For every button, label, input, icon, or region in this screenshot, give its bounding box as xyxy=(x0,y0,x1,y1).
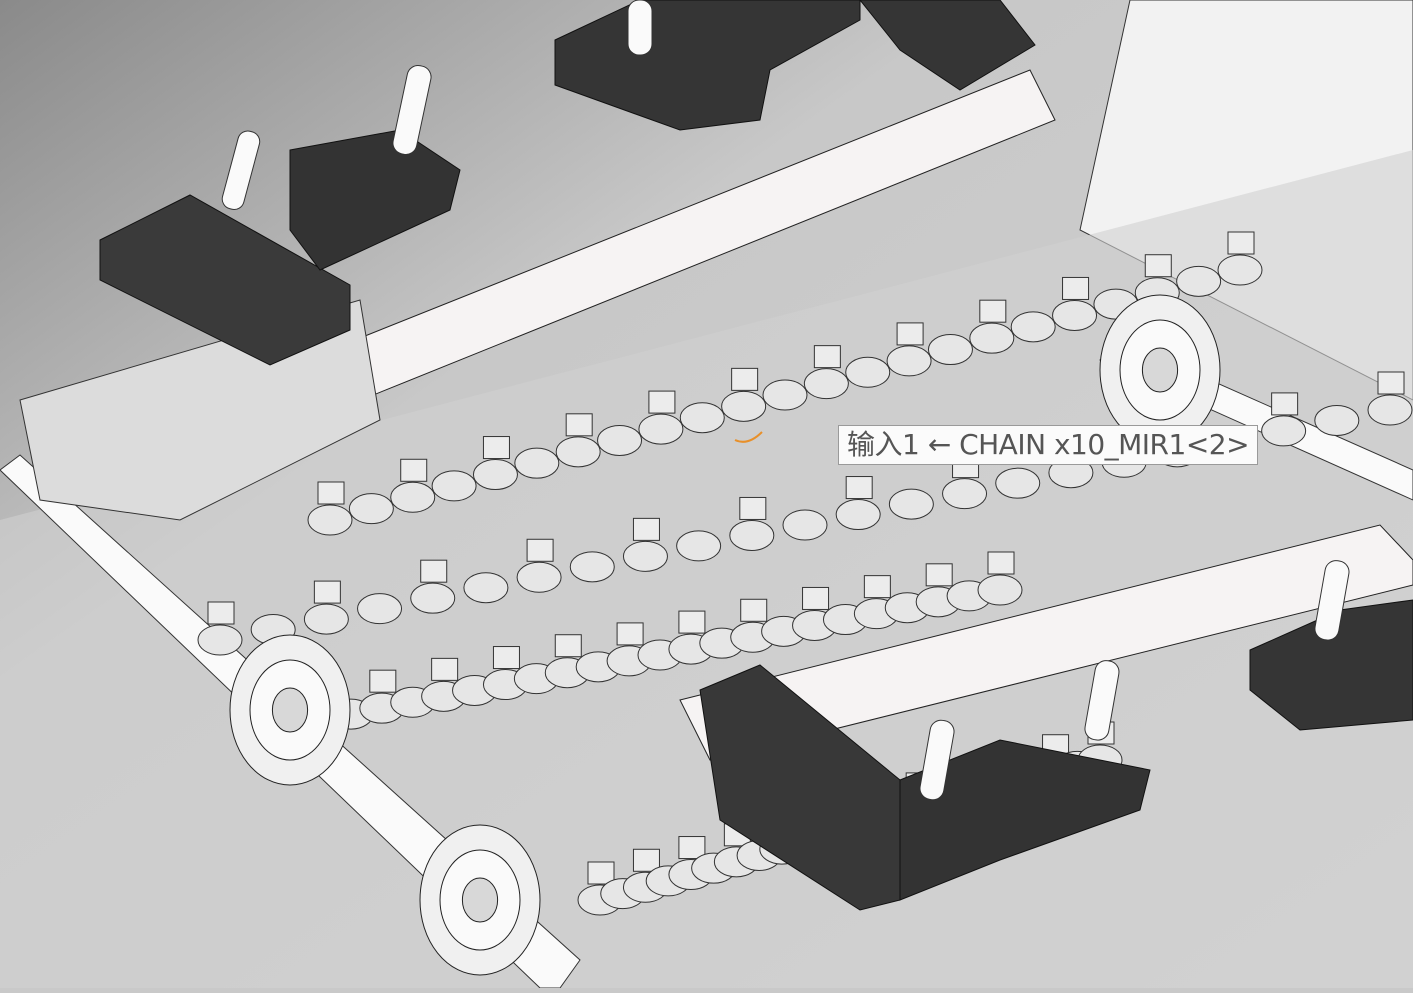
chain-attachment-tab xyxy=(565,413,593,437)
chain-link xyxy=(569,551,615,583)
chain-attachment-tab xyxy=(616,622,644,646)
chain-link xyxy=(622,540,668,572)
chain-link xyxy=(1314,404,1360,436)
chain-link xyxy=(1367,394,1413,426)
chain-attachment-tab xyxy=(632,848,660,872)
chain-link xyxy=(348,493,394,525)
chain-link xyxy=(1052,299,1098,331)
chain-attachment-tab xyxy=(925,563,953,587)
chain-link xyxy=(969,322,1015,354)
chain-link xyxy=(431,470,477,502)
chain-attachment-tab xyxy=(1227,231,1255,255)
mate-tooltip: 输入1 ← CHAIN x10_MIR1<2> xyxy=(838,425,1259,465)
chain-attachment-tab xyxy=(587,861,615,885)
chain-attachment-tab xyxy=(526,538,554,562)
chain-attachment-tab xyxy=(739,496,767,520)
chain-link xyxy=(942,478,988,510)
clamp-block-4 xyxy=(859,0,1036,91)
chain-attachment-tab xyxy=(731,367,759,391)
chain-attachment-tab xyxy=(1377,371,1405,395)
chain-link xyxy=(197,624,243,656)
chain-link xyxy=(555,436,601,468)
chain-link xyxy=(516,561,562,593)
chain-attachment-tab xyxy=(420,559,448,583)
chain-link xyxy=(307,504,353,536)
chain-link xyxy=(977,574,1023,606)
chain-link xyxy=(638,413,684,445)
sprocket xyxy=(271,687,309,733)
chain-attachment-tab xyxy=(802,586,830,610)
chain-attachment-tab xyxy=(740,598,768,622)
chain-attachment-tab xyxy=(678,610,706,634)
chain-link xyxy=(995,467,1041,499)
chain-attachment-tab xyxy=(482,436,510,460)
chain-link xyxy=(357,593,403,625)
sprocket xyxy=(461,877,499,923)
chain-attachment-tab xyxy=(678,836,706,860)
chain-attachment-tab xyxy=(1271,392,1299,416)
chain-link xyxy=(729,519,775,551)
chain-link xyxy=(721,390,767,422)
chain-link xyxy=(927,334,973,366)
chain-link xyxy=(762,379,808,411)
chain-link xyxy=(1010,311,1056,343)
chain-attachment-tab xyxy=(1062,276,1090,300)
chain-link xyxy=(845,356,891,388)
chain-link xyxy=(514,447,560,479)
chain-attachment-tab xyxy=(979,299,1007,323)
chain-attachment-tab xyxy=(317,481,345,505)
bottom-rail xyxy=(679,524,1413,761)
chain-link xyxy=(888,488,934,520)
chain-attachment-tab xyxy=(845,476,873,500)
chain-link xyxy=(886,345,932,377)
chain-link xyxy=(1176,265,1222,297)
clamp-block-6 xyxy=(899,739,1151,901)
chain-link xyxy=(803,368,849,400)
chain-link xyxy=(463,572,509,604)
chain-link xyxy=(597,424,643,456)
chain-attachment-tab xyxy=(896,322,924,346)
chain-link xyxy=(410,582,456,614)
selected-edge-highlight xyxy=(734,431,763,443)
chain-link xyxy=(390,481,436,513)
chain-attachment-tab xyxy=(1144,254,1172,278)
chain-attachment-tab xyxy=(369,669,397,693)
chain-attachment-tab xyxy=(400,458,428,482)
sprockets xyxy=(229,294,1221,976)
guide-pins xyxy=(221,0,1350,801)
chain-attachment-tab xyxy=(987,551,1015,575)
chain-attachment-tab xyxy=(863,575,891,599)
sprocket xyxy=(1141,347,1179,393)
chain-attachment-tab xyxy=(632,517,660,541)
chain-link xyxy=(472,459,518,491)
chain-link xyxy=(303,603,349,635)
chain-attachment-tab xyxy=(554,634,582,658)
clamp-block-1 xyxy=(99,194,351,366)
chain-attachment-tab xyxy=(313,580,341,604)
chain-attachment-tab xyxy=(813,345,841,369)
chain-link xyxy=(835,499,881,531)
chain-link xyxy=(679,402,725,434)
chain-attachment-tab xyxy=(492,646,520,670)
chain-link xyxy=(782,509,828,541)
chain-attachment-tab xyxy=(431,657,459,681)
chain-attachment-tab xyxy=(648,390,676,414)
chain-attachment-tab xyxy=(207,601,235,625)
chain-link xyxy=(1217,254,1263,286)
chain-link xyxy=(1261,415,1307,447)
chain-link xyxy=(676,530,722,562)
